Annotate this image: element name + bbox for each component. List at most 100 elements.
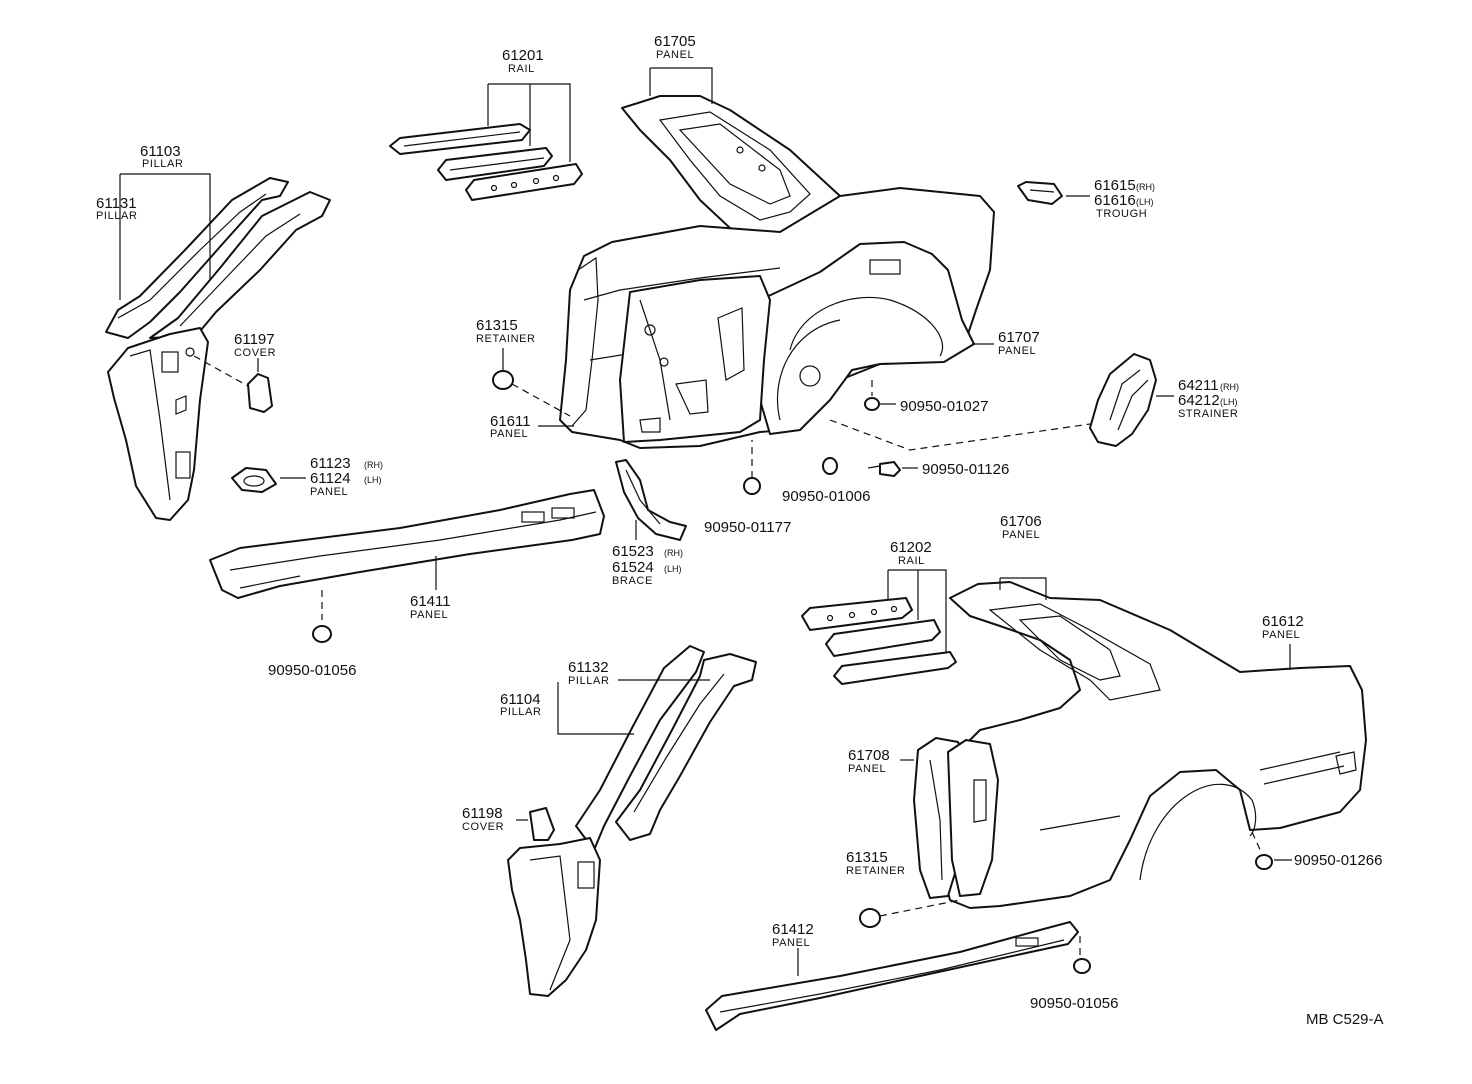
svg-text:TROUGH: TROUGH (1096, 208, 1147, 220)
label-61524: 61524 (LH) BRACE (612, 559, 682, 587)
svg-text:61132: 61132 (568, 659, 609, 676)
label-61611: 61611 PANEL (490, 413, 531, 440)
svg-text:(RH): (RH) (1136, 182, 1155, 192)
svg-text:64211: 64211 (1178, 377, 1219, 394)
svg-text:COVER: COVER (462, 821, 504, 833)
strainer-64211-drawing (1089, 353, 1157, 447)
svg-text:(RH): (RH) (364, 460, 383, 470)
svg-text:PANEL: PANEL (848, 763, 886, 775)
label-90950-01006: 90950-01006 (782, 488, 870, 505)
rail-61202-drawing (801, 597, 957, 685)
svg-text:61615: 61615 (1094, 177, 1136, 194)
label-61706: 61706 PANEL (1000, 513, 1042, 541)
svg-text:61315: 61315 (846, 849, 888, 866)
svg-text:PANEL: PANEL (1002, 529, 1040, 541)
svg-text:61104: 61104 (500, 691, 541, 708)
svg-text:61705: 61705 (654, 33, 696, 50)
svg-text:61315: 61315 (476, 317, 518, 334)
label-61124: 61124 (LH) PANEL (310, 470, 382, 498)
center-fasteners (743, 380, 1091, 495)
svg-text:PILLAR: PILLAR (96, 210, 138, 222)
svg-text:61123: 61123 (310, 455, 351, 472)
svg-text:RAIL: RAIL (898, 555, 925, 567)
svg-text:61124: 61124 (310, 470, 351, 487)
rocker-61411-drawing (209, 489, 605, 643)
svg-text:(RH): (RH) (664, 548, 683, 558)
svg-text:61524: 61524 (612, 559, 654, 576)
label-61197: 61197 COVER (234, 331, 276, 359)
label-61202: 61202 RAIL (890, 539, 932, 567)
label-61612: 61612 PANEL (1262, 613, 1304, 641)
label-61201: 61201 RAIL (502, 47, 544, 75)
svg-text:PANEL: PANEL (490, 428, 528, 440)
svg-text:61197: 61197 (234, 331, 275, 348)
svg-text:61201: 61201 (502, 47, 544, 64)
label-90950-01056-right: 90950-01056 (1030, 995, 1118, 1012)
quarter-inner-drawing (492, 187, 995, 449)
label-90950-01177: 90950-01177 (704, 519, 791, 536)
label-90950-01266: 90950-01266 (1294, 852, 1382, 869)
svg-text:61103: 61103 (140, 143, 181, 160)
svg-text:PANEL: PANEL (772, 937, 810, 949)
svg-text:61411: 61411 (410, 593, 451, 610)
label-61315-upper: 61315 RETAINER (476, 317, 536, 345)
label-61705: 61705 PANEL (654, 33, 696, 61)
label-90950-01027: 90950-01027 (900, 398, 988, 415)
svg-text:61198: 61198 (462, 805, 503, 822)
label-90950-01056-left: 90950-01056 (268, 662, 356, 679)
label-61132: 61132 PILLAR (568, 659, 610, 687)
svg-text:(LH): (LH) (664, 564, 682, 574)
svg-text:COVER: COVER (234, 347, 276, 359)
front-pillar-drawing (105, 177, 331, 521)
label-61615: 61615 (RH) (1094, 177, 1155, 194)
label-61131: 61131 PILLAR (96, 195, 138, 222)
center-pillar-drawing (507, 645, 757, 997)
svg-text:(LH): (LH) (1136, 197, 1154, 207)
svg-text:PILLAR: PILLAR (142, 158, 184, 170)
leader-lines (119, 67, 1292, 976)
svg-text:64212: 64212 (1178, 392, 1220, 409)
svg-text:(LH): (LH) (364, 475, 382, 485)
svg-text:STRAINER: STRAINER (1178, 408, 1238, 420)
trough-61615-drawing (1017, 181, 1063, 205)
svg-text:(LH): (LH) (1220, 397, 1238, 407)
svg-text:61707: 61707 (998, 329, 1040, 346)
svg-text:PILLAR: PILLAR (568, 675, 610, 687)
svg-text:61412: 61412 (772, 921, 814, 938)
quarter-outer-drawing (859, 581, 1367, 928)
label-61707: 61707 PANEL (998, 329, 1040, 357)
svg-text:61708: 61708 (848, 747, 890, 764)
label-61104: 61104 PILLAR (500, 691, 541, 718)
label-61708: 61708 PANEL (848, 747, 890, 775)
svg-text:61611: 61611 (490, 413, 531, 430)
label-61123: 61123 (RH) (310, 455, 383, 472)
label-61411: 61411 PANEL (410, 593, 451, 621)
label-90950-01126: 90950-01126 (922, 461, 1009, 478)
label-64212: 64212 (LH) STRAINER (1178, 392, 1238, 420)
label-61103: 61103 PILLAR (140, 143, 184, 170)
svg-text:PANEL: PANEL (998, 345, 1036, 357)
svg-text:PANEL: PANEL (310, 486, 348, 498)
svg-text:61706: 61706 (1000, 513, 1042, 530)
svg-text:61523: 61523 (612, 543, 654, 560)
svg-text:RETAINER: RETAINER (846, 865, 906, 877)
label-61616: 61616 (LH) TROUGH (1094, 192, 1154, 220)
label-64211: 64211 (RH) (1178, 377, 1239, 394)
label-61412: 61412 PANEL (772, 921, 814, 949)
label-61315-lower: 61315 RETAINER (846, 849, 906, 877)
svg-text:BRACE: BRACE (612, 575, 653, 587)
svg-text:PANEL: PANEL (410, 609, 448, 621)
brace-61523-drawing (615, 459, 687, 541)
svg-text:PANEL: PANEL (656, 49, 694, 61)
svg-text:(RH): (RH) (1220, 382, 1239, 392)
svg-text:PANEL: PANEL (1262, 629, 1300, 641)
svg-text:61612: 61612 (1262, 613, 1304, 630)
svg-text:61616: 61616 (1094, 192, 1136, 209)
svg-text:61202: 61202 (890, 539, 932, 556)
label-61198: 61198 COVER (462, 805, 504, 833)
diagram-reference: MB C529-A (1306, 1011, 1384, 1028)
svg-text:RETAINER: RETAINER (476, 333, 536, 345)
svg-text:RAIL: RAIL (508, 63, 535, 75)
rail-61201-drawing (389, 123, 583, 201)
